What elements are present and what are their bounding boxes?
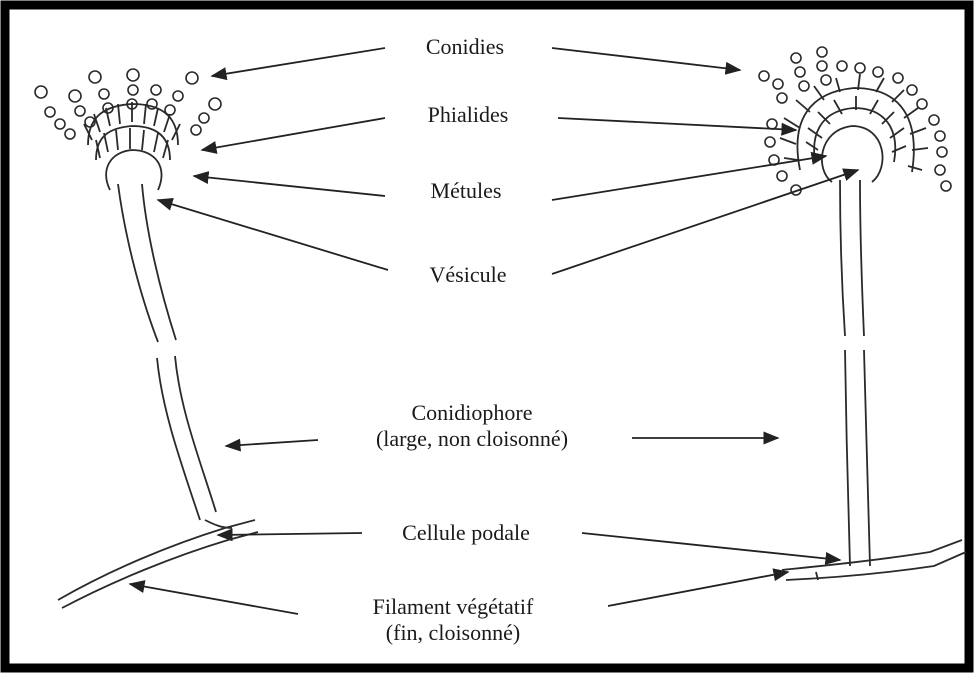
arrow-filament-right xyxy=(608,572,788,606)
arrow-phialides-left xyxy=(202,118,385,150)
left-conidiophore xyxy=(35,69,258,608)
label-metules: Métules xyxy=(431,178,502,204)
label-conidies: Conidies xyxy=(426,34,504,60)
arrow-vesicule-left xyxy=(158,200,388,270)
arrow-metules-left xyxy=(194,176,385,196)
arrow-cellule-right xyxy=(582,533,840,560)
label-vesicule: Vésicule xyxy=(430,262,507,288)
label-conidiophore: Conidiophore xyxy=(412,400,533,426)
arrow-cellule-left xyxy=(218,533,362,535)
arrow-conidies-left xyxy=(212,48,385,76)
arrow-phialides-right xyxy=(558,118,796,130)
right-conidiophore xyxy=(759,47,966,580)
arrow-metules-right xyxy=(552,156,826,200)
arrow-conidiophore-left xyxy=(226,440,318,446)
label-cellule-podale: Cellule podale xyxy=(402,520,530,546)
arrow-vesicule-right xyxy=(552,170,858,274)
label-conidiophore-note: (large, non cloisonné) xyxy=(376,426,568,452)
label-filament-note: (fin, cloisonné) xyxy=(386,620,520,646)
label-filament: Filament végétatif xyxy=(373,594,534,620)
arrow-conidies-right xyxy=(552,48,740,70)
arrow-filament-left xyxy=(130,584,298,614)
label-phialides: Phialides xyxy=(428,102,509,128)
